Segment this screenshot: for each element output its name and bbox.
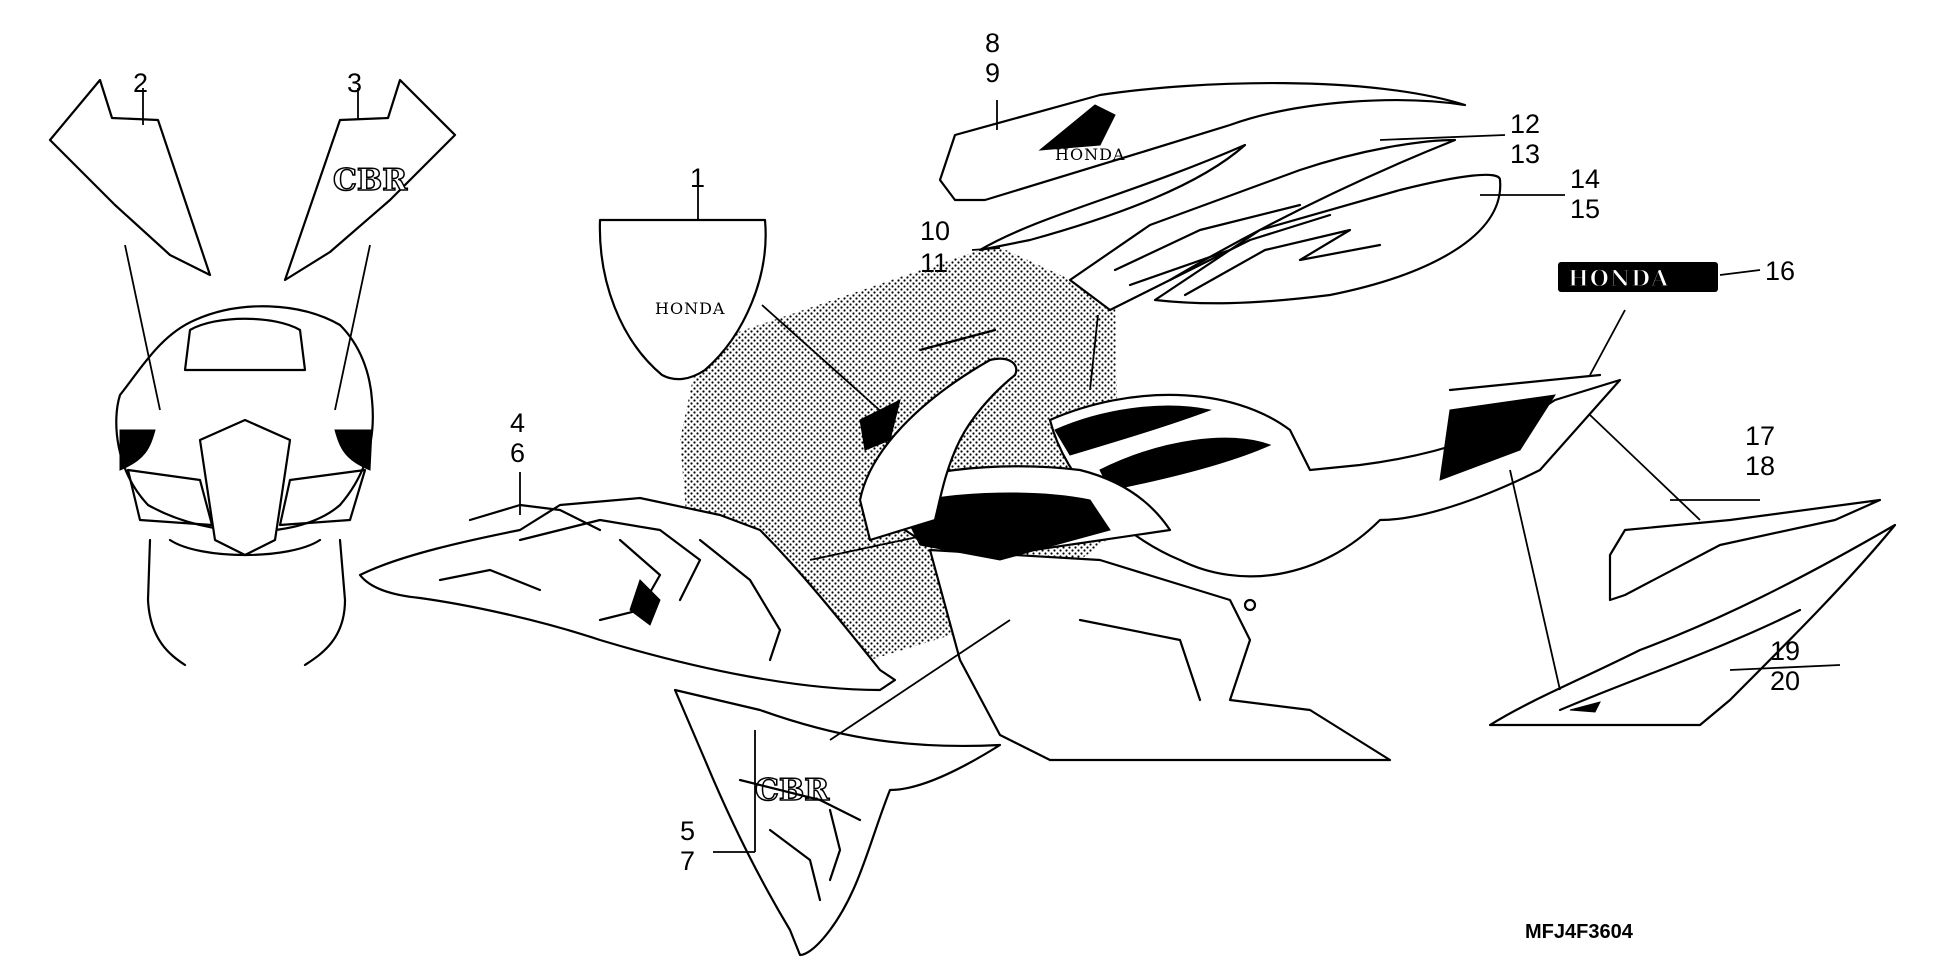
callout-2: 2 xyxy=(133,68,148,98)
callout-12: 12 xyxy=(1510,109,1540,139)
brand-decal-1: HONDA xyxy=(655,299,725,318)
front-cowl xyxy=(115,305,374,667)
callout-15: 15 xyxy=(1570,194,1600,224)
decal-2 xyxy=(48,78,212,277)
upper-fairing xyxy=(858,357,1018,542)
decal-10-11 xyxy=(978,143,1247,252)
callout-14: 14 xyxy=(1570,164,1600,194)
cbr-logo-decal-3: CBR xyxy=(333,163,408,198)
callout-10: 10 xyxy=(920,216,950,246)
callout-16: 16 xyxy=(1765,256,1795,286)
brand-decal-16: HONDA xyxy=(1568,266,1669,292)
decal-17-18 xyxy=(1608,498,1882,602)
callout-4: 4 xyxy=(510,408,525,438)
callout-7: 7 xyxy=(680,846,695,876)
callout-6: 6 xyxy=(510,438,525,468)
callout-11: 11 xyxy=(920,248,948,278)
decal-1 xyxy=(598,218,767,381)
callout-8: 8 xyxy=(985,28,1000,58)
callout-5: 5 xyxy=(680,816,695,846)
decal-19-20 xyxy=(1488,523,1897,727)
callout-17: 17 xyxy=(1745,421,1775,451)
diagram-code: MFJ4F3604 xyxy=(1525,921,1634,943)
decal-5-7 xyxy=(673,688,1002,957)
callout-19: 19 xyxy=(1770,636,1800,666)
callout-13: 13 xyxy=(1510,139,1540,169)
callout-20: 20 xyxy=(1770,666,1800,696)
decal-14-15 xyxy=(1153,173,1502,305)
decal-3 xyxy=(283,78,457,282)
callout-9: 9 xyxy=(985,58,1000,88)
decal-16 xyxy=(1558,262,1718,292)
leader-lines xyxy=(124,88,1841,853)
cbr-logo-decal-5: CBR xyxy=(755,773,830,808)
callout-18: 18 xyxy=(1745,451,1775,481)
wing-emblem xyxy=(1038,104,1116,151)
callout-1: 1 xyxy=(690,163,705,193)
callouts: 1 2 3 4 6 5 7 8 9 10 11 12 13 14 15 16 1… xyxy=(133,28,1800,876)
decal-12-13 xyxy=(1068,138,1457,312)
decal-8-9 xyxy=(938,82,1467,202)
lower-fairing xyxy=(928,548,1392,762)
brand-decal-8: HONDA xyxy=(1055,145,1125,164)
decal-4-6 xyxy=(358,496,897,692)
callout-3: 3 xyxy=(347,68,362,98)
